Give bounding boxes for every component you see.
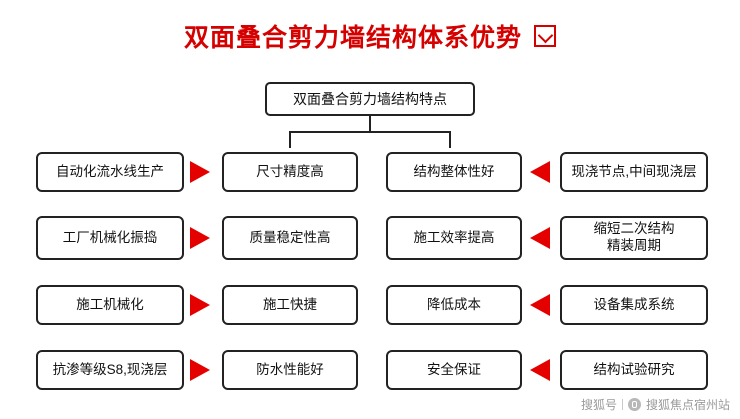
watermark-brand: 搜狐号 bbox=[580, 398, 617, 412]
connector-left-vertical bbox=[289, 131, 291, 148]
node-left-inner-1: 尺寸精度高 bbox=[222, 152, 358, 192]
node-right-outer-3: 设备集成系统 bbox=[560, 285, 708, 325]
arrow-right-icon bbox=[190, 227, 210, 249]
arrow-right-icon bbox=[190, 359, 210, 381]
sohu-logo-icon bbox=[627, 398, 641, 411]
node-right-outer-2: 缩短二次结构 精装周期 bbox=[560, 216, 708, 260]
arrow-left-icon bbox=[530, 161, 550, 183]
node-left-inner-2: 质量稳定性高 bbox=[222, 216, 358, 260]
root-node: 双面叠合剪力墙结构特点 bbox=[265, 82, 475, 116]
page-title-text: 双面叠合剪力墙结构体系优势 bbox=[183, 24, 522, 52]
node-left-outer-4: 抗渗等级S8,现浇层 bbox=[36, 350, 184, 390]
node-right-inner-3: 降低成本 bbox=[386, 285, 522, 325]
node-right-outer-4: 结构试验研究 bbox=[560, 350, 708, 390]
connector-horizontal bbox=[289, 131, 451, 133]
connector-right-vertical bbox=[449, 131, 451, 148]
check-box-icon bbox=[534, 25, 556, 47]
watermark-divider bbox=[621, 399, 623, 410]
arrow-left-icon bbox=[530, 227, 550, 249]
arrow-right-icon bbox=[190, 294, 210, 316]
node-right-inner-4: 安全保证 bbox=[386, 350, 522, 390]
node-left-outer-1: 自动化流水线生产 bbox=[36, 152, 184, 192]
arrow-right-icon bbox=[190, 161, 210, 183]
node-left-inner-3: 施工快捷 bbox=[222, 285, 358, 325]
arrow-left-icon bbox=[530, 359, 550, 381]
node-left-outer-2: 工厂机械化振捣 bbox=[36, 216, 184, 260]
connector-root-vertical bbox=[369, 116, 371, 132]
node-left-outer-3: 施工机械化 bbox=[36, 285, 184, 325]
node-right-outer-1: 现浇节点,中间现浇层 bbox=[560, 152, 708, 192]
watermark-account: 搜狐焦点宿州站 bbox=[645, 398, 730, 412]
node-right-inner-2: 施工效率提高 bbox=[386, 216, 522, 260]
arrow-left-icon bbox=[530, 294, 550, 316]
node-right-inner-1: 结构整体性好 bbox=[386, 152, 522, 192]
page-title: 双面叠合剪力墙结构体系优势 bbox=[0, 18, 740, 54]
watermark: 搜狐号 搜狐焦点宿州站 bbox=[581, 396, 730, 413]
node-left-inner-4: 防水性能好 bbox=[222, 350, 358, 390]
